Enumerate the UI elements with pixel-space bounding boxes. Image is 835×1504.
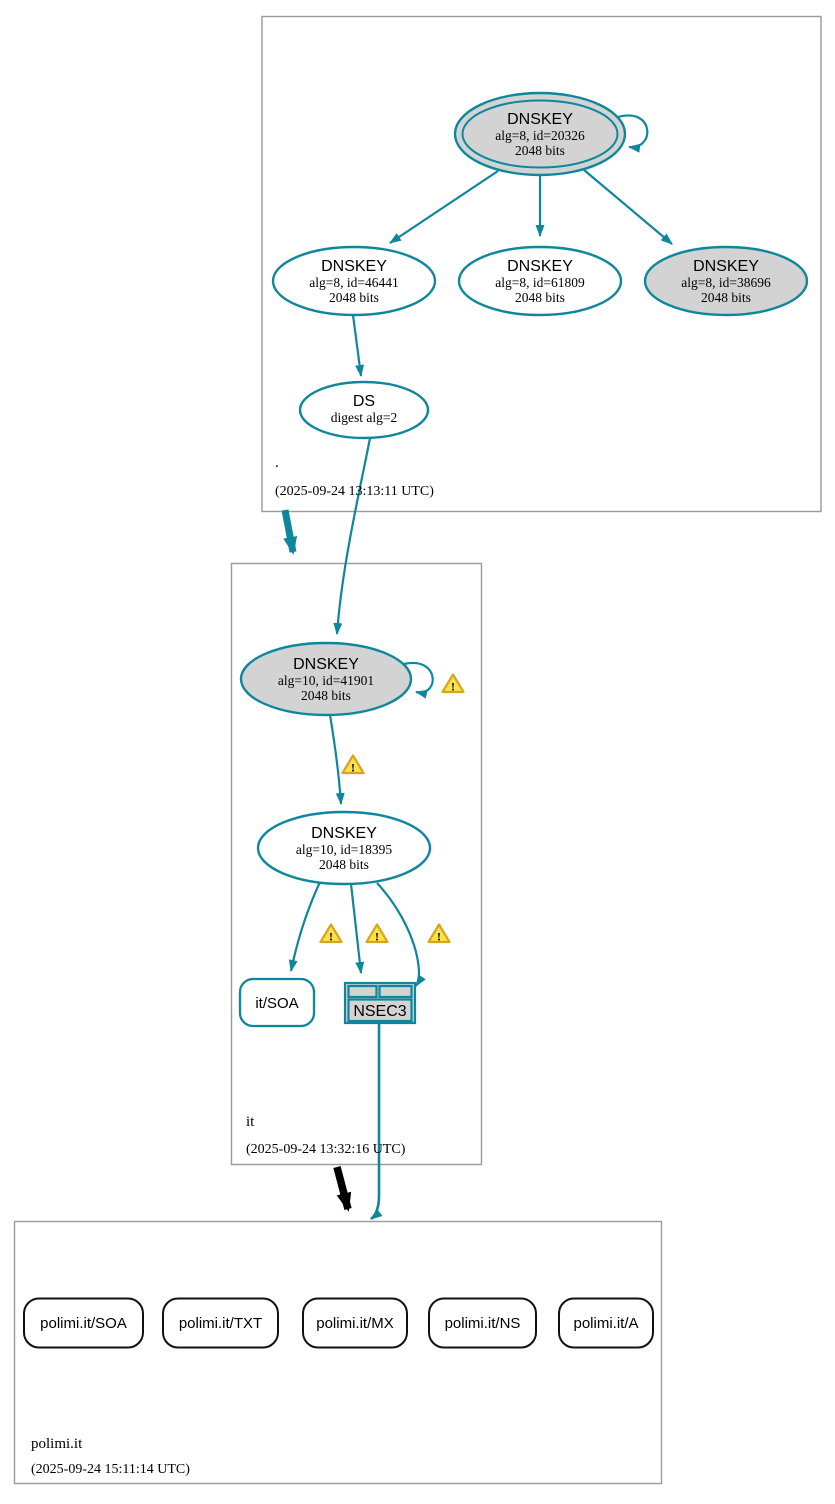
- warning-icon[interactable]: !: [319, 923, 343, 944]
- nsec3-node[interactable]: NSEC3: [343, 981, 417, 1025]
- ds-node[interactable]: DS digest alg=2: [298, 380, 430, 440]
- edge-root-ksk-to-zsk1: [389, 170, 499, 244]
- rrset-node-polimi-soa[interactable]: polimi.it/SOA: [23, 1297, 144, 1349]
- svg-text:!: !: [437, 930, 441, 944]
- rrset-label: polimi.it/SOA: [40, 1315, 127, 1332]
- zone-box-polimi: [13, 1220, 663, 1485]
- node-detail: 2048 bits: [515, 290, 565, 305]
- dnskey-node-46441[interactable]: DNSKEY alg=8, id=46441 2048 bits: [271, 245, 437, 317]
- warning-icon[interactable]: !: [441, 673, 465, 694]
- edge-it-zsk-to-nsec3-right: [376, 882, 426, 987]
- edge-root-ksk-to-ksk2: [583, 169, 673, 245]
- edge-secure-delegation-root-to-it: [281, 509, 298, 555]
- node-detail: 2048 bits: [515, 143, 565, 158]
- node-detail: 2048 bits: [701, 290, 751, 305]
- svg-text:!: !: [329, 930, 333, 944]
- rrset-node-polimi-a[interactable]: polimi.it/A: [558, 1297, 654, 1349]
- node-title: DNSKEY: [293, 656, 359, 673]
- zone-label-root: .: [275, 455, 279, 471]
- dnskey-node-20326[interactable]: DNSKEY alg=8, id=20326 2048 bits: [453, 91, 627, 177]
- edge-nsec3-to-polimi: [370, 1024, 383, 1221]
- node-title: DNSKEY: [507, 111, 573, 128]
- node-detail: alg=8, id=46441: [309, 275, 398, 290]
- rrset-label: polimi.it/NS: [445, 1315, 521, 1332]
- warning-icon[interactable]: !: [341, 754, 365, 775]
- node-detail: alg=8, id=61809: [495, 275, 585, 290]
- zone-label-polimi: polimi.it: [31, 1436, 83, 1452]
- node-title: DNSKEY: [321, 258, 387, 275]
- dnskey-node-38696[interactable]: DNSKEY alg=8, id=38696 2048 bits: [643, 245, 809, 317]
- edge-zsk1-to-ds: [351, 314, 365, 377]
- rrset-node-polimi-mx[interactable]: polimi.it/MX: [302, 1297, 408, 1349]
- dnskey-node-61809[interactable]: DNSKEY alg=8, id=61809 2048 bits: [457, 245, 623, 317]
- rrset-node-polimi-txt[interactable]: polimi.it/TXT: [162, 1297, 279, 1349]
- node-title: DNSKEY: [311, 825, 377, 842]
- node-detail: alg=10, id=41901: [278, 673, 374, 688]
- zone-timestamp-it: (2025-09-24 13:32:16 UTC): [246, 1142, 406, 1157]
- edge-it-zsk-to-nsec3: [349, 883, 365, 974]
- edge-insecure-delegation-it-to-polimi: [333, 1166, 352, 1212]
- warning-icon[interactable]: !: [365, 923, 389, 944]
- nsec3-label: NSEC3: [353, 1003, 406, 1020]
- svg-text:!: !: [351, 761, 355, 775]
- node-detail: 2048 bits: [329, 290, 379, 305]
- zone-label-it: it: [246, 1114, 255, 1130]
- node-title: DNSKEY: [693, 258, 759, 275]
- warning-icon[interactable]: !: [427, 923, 451, 944]
- rrset-label: polimi.it/TXT: [179, 1315, 262, 1332]
- dnskey-node-18395[interactable]: DNSKEY alg=10, id=18395 2048 bits: [256, 810, 432, 886]
- node-detail: alg=8, id=38696: [681, 275, 771, 290]
- rrset-label: polimi.it/A: [573, 1315, 638, 1332]
- node-title: DS: [353, 393, 375, 410]
- svg-text:!: !: [375, 930, 379, 944]
- edge-it-zsk-to-soa: [288, 881, 321, 972]
- edge-it-ksk-selfsign: [403, 661, 434, 699]
- node-detail: 2048 bits: [301, 688, 351, 703]
- node-detail: 2048 bits: [319, 857, 369, 872]
- rrset-node-polimi-ns[interactable]: polimi.it/NS: [428, 1297, 537, 1349]
- edge-root-ksk-selfsign: [617, 114, 649, 153]
- rrset-label: it/SOA: [255, 995, 298, 1012]
- rrset-label: polimi.it/MX: [316, 1315, 394, 1332]
- dnskey-node-41901[interactable]: DNSKEY alg=10, id=41901 2048 bits: [239, 641, 413, 717]
- rrset-node-it-soa[interactable]: it/SOA: [238, 977, 316, 1028]
- svg-text:!: !: [451, 680, 455, 694]
- node-detail: alg=10, id=18395: [296, 842, 392, 857]
- node-detail: alg=8, id=20326: [495, 128, 585, 143]
- edge-ds-to-it-ksk: [333, 437, 372, 635]
- zone-timestamp-root: (2025-09-24 13:13:11 UTC): [275, 484, 434, 499]
- edge-it-ksk-to-zsk: [328, 714, 345, 805]
- node-detail: digest alg=2: [331, 410, 397, 425]
- node-title: DNSKEY: [507, 258, 573, 275]
- zone-timestamp-polimi: (2025-09-24 15:11:14 UTC): [31, 1462, 190, 1477]
